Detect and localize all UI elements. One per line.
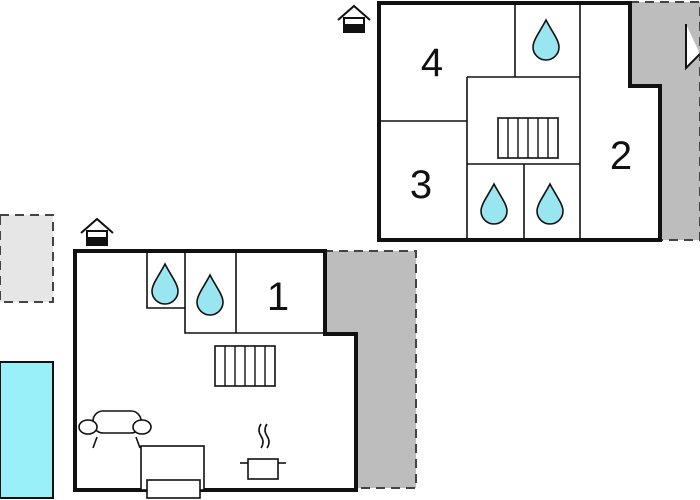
room-number-3: 3	[410, 163, 432, 207]
stairs-icon	[214, 345, 276, 387]
room-number-2: 2	[610, 134, 632, 178]
entrance-icon	[80, 218, 114, 246]
garden-area	[0, 214, 54, 303]
upper-floor: 4 3 2	[337, 1, 662, 242]
cooking-pot-icon	[240, 423, 286, 480]
sofa-icon	[78, 410, 152, 449]
viewpoint-arrow-icon	[685, 24, 700, 71]
room-number-1: 1	[267, 275, 289, 319]
table-icon	[140, 445, 205, 499]
stairs-icon	[497, 117, 559, 159]
room-number-4: 4	[421, 41, 443, 85]
entrance-icon	[337, 5, 371, 33]
pool	[0, 361, 54, 499]
ground-floor: 1	[73, 218, 358, 499]
